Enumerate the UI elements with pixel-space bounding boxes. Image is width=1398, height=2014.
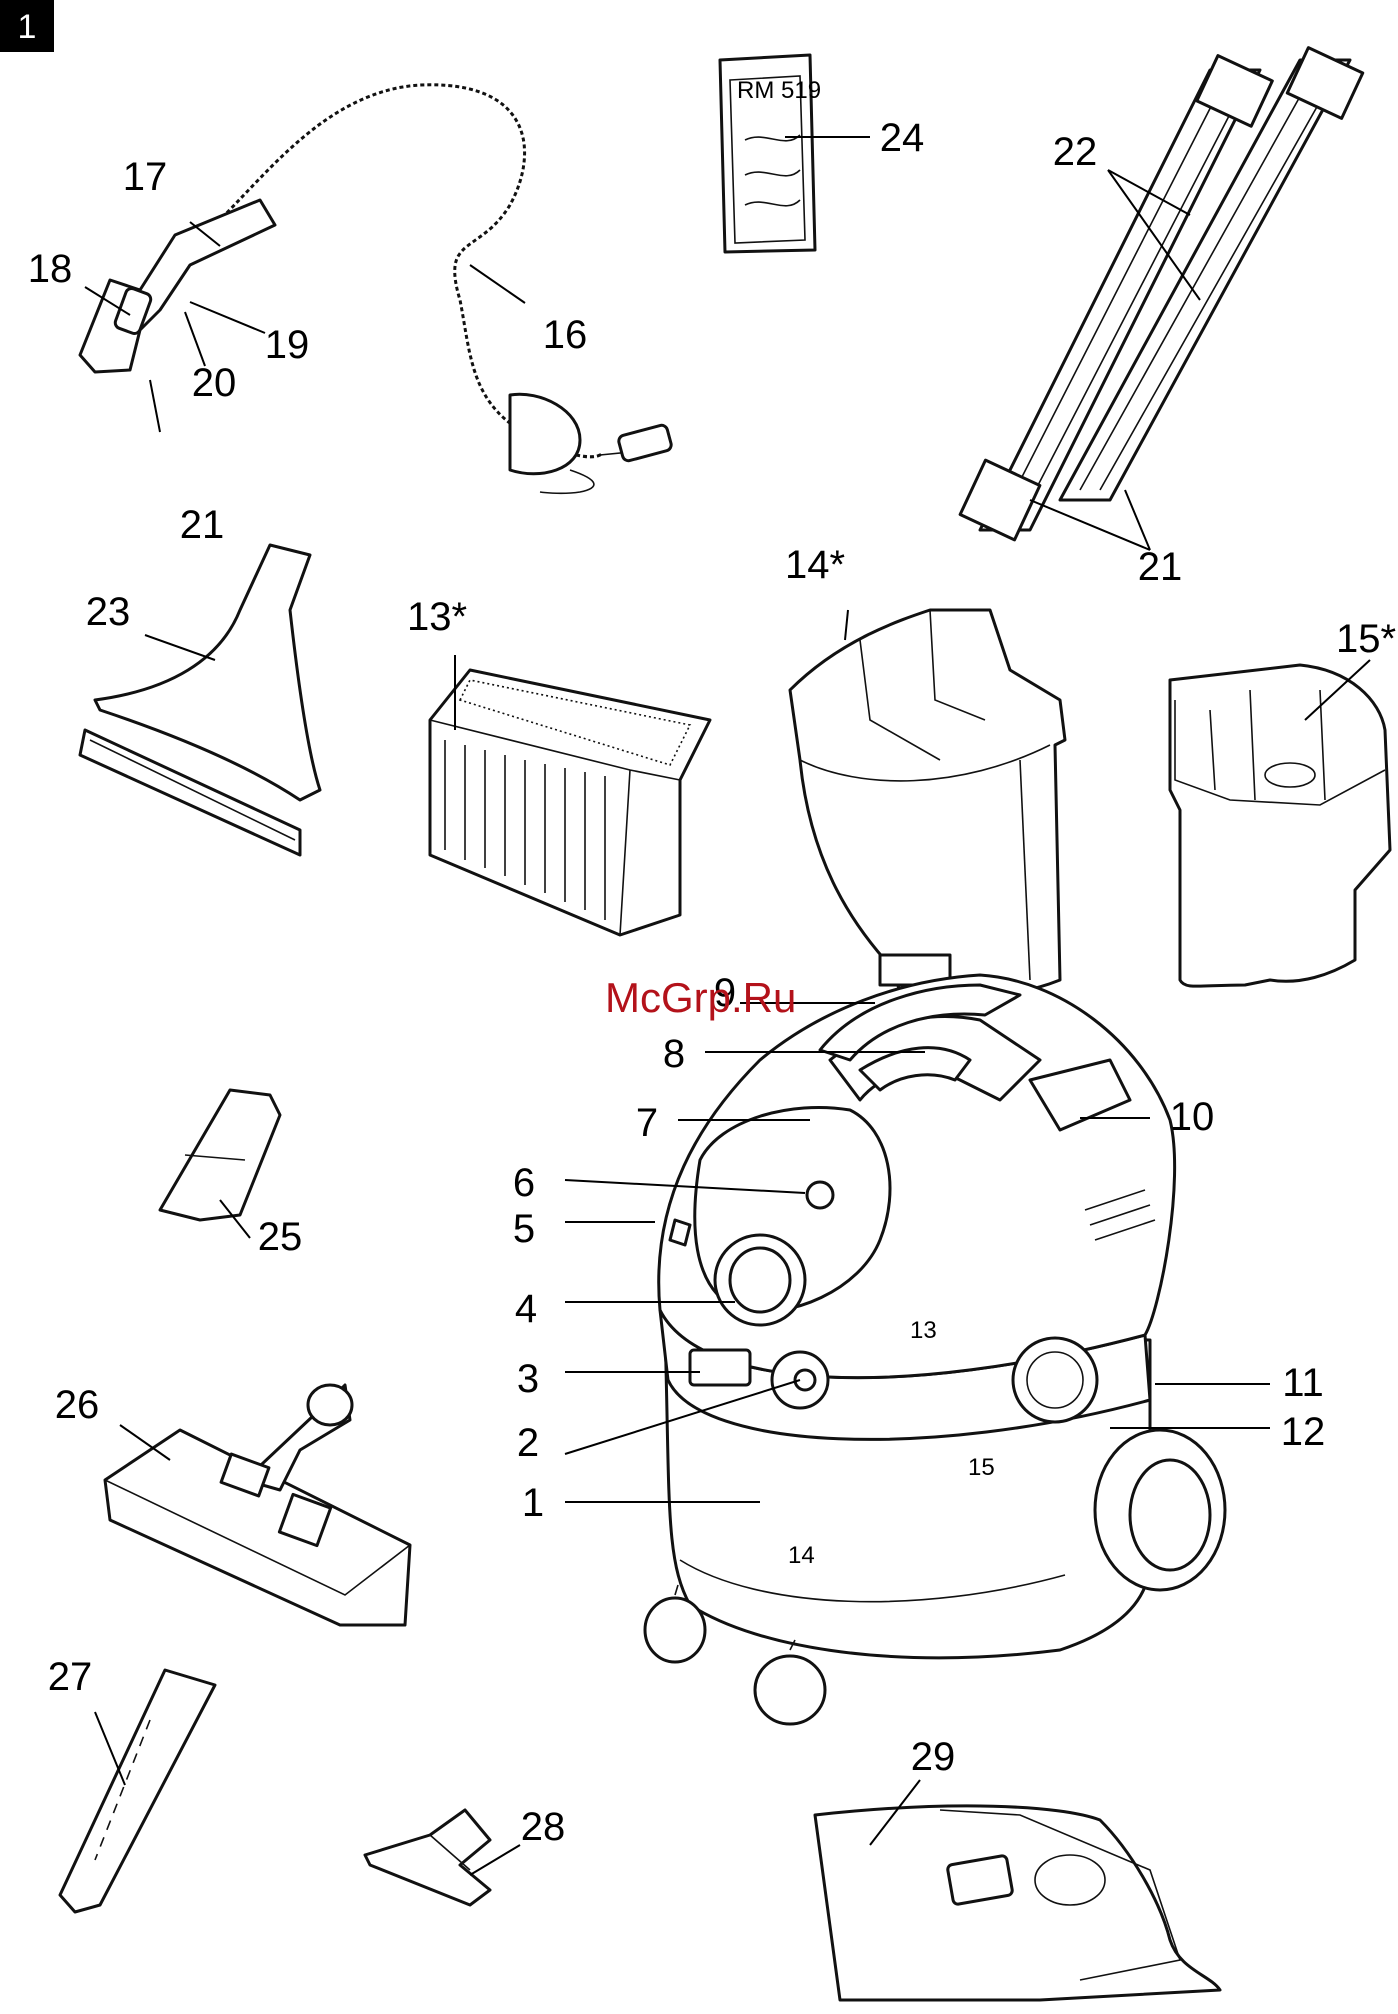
callout-12: 12	[1281, 1410, 1326, 1454]
body-label-15: 15	[968, 1454, 995, 1481]
body-label-13: 13	[910, 1317, 937, 1344]
callout-10: 10	[1170, 1095, 1215, 1139]
callout-21-top: 21	[180, 503, 225, 547]
extension-tubes	[960, 48, 1363, 540]
callout-29: 29	[911, 1735, 956, 1779]
callout-23: 23	[86, 590, 131, 634]
callout-19: 19	[265, 323, 310, 367]
float-basket	[1170, 665, 1390, 986]
figure-number: 1	[18, 8, 37, 46]
callout-25: 25	[258, 1215, 303, 1259]
callout-14-star: 14*	[785, 543, 845, 587]
callout-17: 17	[123, 155, 168, 199]
callout-26: 26	[55, 1383, 100, 1427]
filter-bag: RM 519	[720, 55, 821, 252]
small-nozzle-28	[365, 1810, 490, 1905]
filter-bag-label: RM 519	[737, 77, 821, 104]
cartridge-filter	[430, 670, 710, 935]
callout-21-right: 21	[1138, 545, 1183, 589]
crevice-nozzle	[60, 1670, 215, 1912]
callout-3: 3	[517, 1357, 539, 1401]
dirt-bucket	[790, 610, 1065, 997]
callout-11: 11	[1282, 1361, 1324, 1405]
callout-22: 22	[1053, 130, 1098, 174]
watermark-text: McGrp.Ru	[605, 974, 796, 1021]
rear-flap-29	[815, 1806, 1220, 2000]
callout-8: 8	[663, 1032, 685, 1076]
callout-24: 24	[880, 116, 925, 160]
callout-2: 2	[517, 1421, 539, 1465]
callout-1: 1	[522, 1481, 544, 1525]
callout-20: 20	[192, 361, 237, 405]
callout-5: 5	[513, 1207, 535, 1251]
callout-7: 7	[636, 1101, 658, 1145]
callout-4: 4	[515, 1287, 537, 1331]
callout-6: 6	[513, 1161, 535, 1205]
callout-18: 18	[28, 247, 73, 291]
callout-13-star: 13*	[407, 595, 467, 639]
suction-hose-assembly	[80, 85, 673, 494]
figure-number-badge: 1	[0, 0, 54, 52]
callout-16: 16	[543, 313, 588, 357]
callout-27: 27	[48, 1655, 93, 1699]
body-label-14: 14	[788, 1542, 815, 1569]
vacuum-cleaner-main	[645, 975, 1225, 1724]
callout-28: 28	[521, 1805, 566, 1849]
callout-15-star: 15*	[1336, 617, 1396, 661]
floor-nozzle	[105, 1385, 410, 1625]
